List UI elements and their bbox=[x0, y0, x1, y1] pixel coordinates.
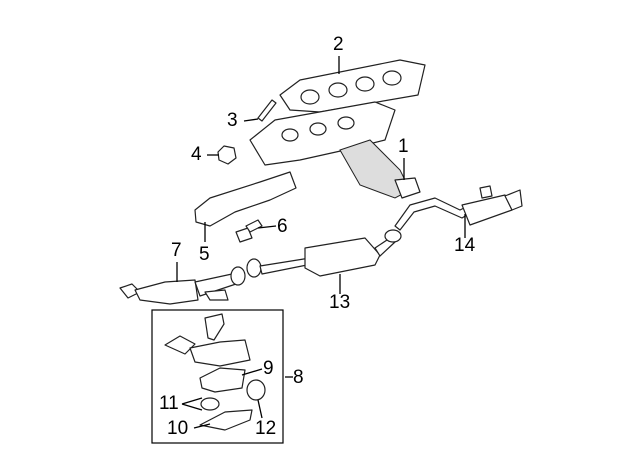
callout-9: 9 bbox=[263, 358, 274, 379]
callout-12: 12 bbox=[255, 418, 277, 439]
part-11-gasket[interactable] bbox=[200, 397, 220, 411]
part-13-center-muffler[interactable] bbox=[246, 229, 402, 278]
callout-5: 5 bbox=[199, 244, 210, 265]
callout-3: 3 bbox=[227, 110, 238, 131]
part-14-tail-pipe[interactable] bbox=[394, 185, 523, 231]
callout-14: 14 bbox=[454, 235, 476, 256]
part-8-converter-assembly[interactable] bbox=[164, 313, 251, 367]
kit-8-box bbox=[151, 309, 284, 444]
part-7-front-pipe[interactable] bbox=[119, 266, 246, 305]
callout-7: 7 bbox=[171, 240, 182, 261]
callout-4: 4 bbox=[191, 144, 202, 165]
part-12-gasket[interactable] bbox=[246, 379, 266, 401]
callout-13: 13 bbox=[329, 292, 351, 313]
part-4-nut[interactable] bbox=[217, 145, 237, 165]
callout-6: 6 bbox=[277, 216, 288, 237]
callout-10: 10 bbox=[167, 418, 189, 439]
callout-11: 11 bbox=[159, 393, 179, 414]
part-3-stud[interactable] bbox=[257, 99, 277, 122]
part-1-manifold-converter[interactable] bbox=[249, 101, 421, 199]
callout-1: 1 bbox=[398, 136, 409, 157]
part-5-heat-shield[interactable] bbox=[194, 171, 297, 227]
part-9-converter[interactable] bbox=[199, 367, 246, 393]
leader-lines bbox=[176, 56, 466, 429]
part-6-bolt[interactable] bbox=[235, 219, 263, 243]
callout-8: 8 bbox=[293, 367, 304, 388]
callout-2: 2 bbox=[333, 34, 344, 55]
part-2-gasket[interactable] bbox=[279, 59, 426, 113]
part-10-heat-shield[interactable] bbox=[199, 409, 253, 431]
